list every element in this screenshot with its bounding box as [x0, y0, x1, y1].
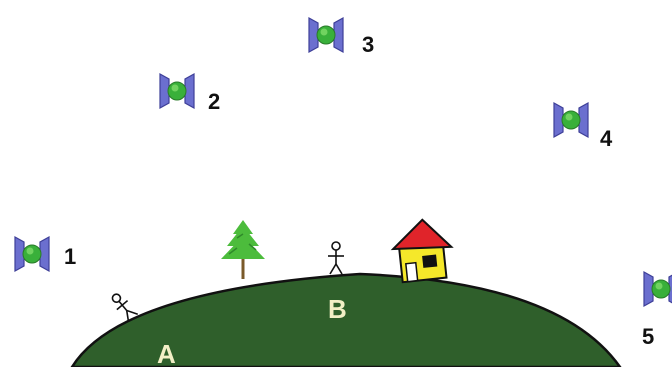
satellite-icon [643, 271, 672, 307]
person-icon [111, 293, 138, 323]
person-icon [328, 241, 344, 275]
satellite-2: 2 [159, 73, 220, 114]
satellite-icon [14, 236, 50, 272]
satellite-1: 1 [14, 236, 76, 272]
satellite-label: 4 [600, 126, 613, 151]
satellite-label: 3 [362, 32, 374, 57]
satellite-label: 2 [208, 89, 220, 114]
satellite-label: 5 [642, 324, 654, 349]
earth-surface [70, 272, 622, 367]
satellite-4: 4 [553, 102, 613, 151]
satellite-icon [553, 102, 589, 138]
tree-icon [221, 220, 265, 279]
house-icon [390, 218, 454, 284]
point-label-a: A [157, 339, 176, 367]
satellite-label: 1 [64, 244, 76, 269]
satellite-5: 5 [642, 271, 672, 349]
satellite-icon [159, 73, 195, 109]
point-label-b: B [328, 294, 347, 324]
satellite-icon [308, 17, 344, 53]
satellite-3: 3 [308, 17, 374, 57]
